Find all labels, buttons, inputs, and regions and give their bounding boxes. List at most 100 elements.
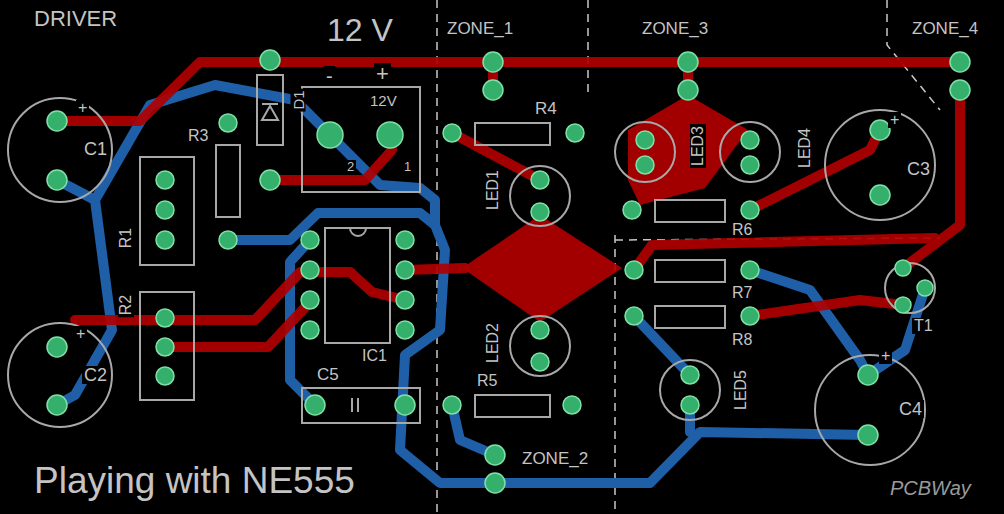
copper-trace — [57, 180, 112, 405]
copper-pour — [628, 95, 748, 205]
capacitor-symbol — [352, 398, 358, 412]
part-name: IC1 — [360, 348, 389, 364]
part-name: R5 — [475, 373, 499, 389]
pad — [483, 52, 503, 72]
pad — [917, 280, 933, 296]
bottom-traces — [57, 85, 925, 483]
part-name: R2 — [118, 293, 134, 317]
pad — [156, 201, 174, 219]
pad — [156, 231, 174, 249]
zone-name: ZONE_4 — [910, 20, 980, 37]
pin-number: 2 — [345, 160, 356, 173]
part-name: LED5 — [733, 368, 749, 412]
capacitor-outline — [815, 355, 925, 465]
pad — [531, 353, 549, 371]
pad — [443, 124, 461, 142]
part-name: LED4 — [797, 126, 813, 170]
copper-pours — [462, 95, 748, 322]
trimmer-outline — [140, 292, 194, 400]
diode-symbol — [262, 104, 278, 120]
pad — [895, 260, 911, 276]
pad — [858, 425, 878, 445]
part-name: R7 — [730, 285, 754, 301]
terminal-outline — [302, 87, 420, 192]
polarity-mark: + — [879, 348, 892, 364]
pad — [531, 321, 549, 339]
part-name: C4 — [897, 400, 924, 418]
voltage-label: 12 V — [325, 14, 395, 46]
terminal-label: 12V — [368, 93, 399, 108]
capacitor-outline — [8, 98, 112, 202]
pad — [950, 52, 970, 72]
part-name: LED3 — [690, 124, 706, 168]
capacitor-outline — [302, 388, 420, 423]
board-caption: Playing with NE555 — [32, 462, 357, 499]
diode-outline — [257, 75, 283, 145]
pad — [156, 367, 174, 385]
copper-trace — [750, 130, 880, 210]
pad — [156, 171, 174, 189]
pad — [870, 120, 890, 140]
part-name: R4 — [533, 100, 559, 117]
pad — [625, 307, 643, 325]
pad — [636, 131, 654, 149]
part-name: D1 — [291, 88, 306, 111]
pad — [317, 122, 343, 148]
pad — [396, 231, 414, 249]
copper-trace — [750, 300, 903, 316]
part-name: C5 — [315, 366, 341, 383]
copper-trace — [634, 238, 935, 270]
pad — [563, 396, 581, 414]
part-name: C3 — [905, 160, 932, 178]
pad — [301, 231, 319, 249]
pad — [636, 156, 654, 174]
pad — [260, 170, 280, 190]
part-name: LED2 — [485, 321, 501, 365]
led-outline — [510, 316, 570, 376]
ic-outline — [325, 228, 390, 343]
pad — [858, 365, 878, 385]
pads — [47, 50, 970, 493]
zone-name: ZONE_3 — [640, 20, 710, 37]
pad — [485, 473, 505, 493]
led-outline — [720, 122, 780, 182]
pad — [566, 124, 584, 142]
pad — [485, 445, 505, 465]
pad — [305, 395, 325, 415]
pad — [681, 366, 699, 384]
pad — [396, 291, 414, 309]
pad — [260, 50, 280, 70]
pad — [377, 122, 403, 148]
pad — [219, 114, 237, 132]
pad — [47, 337, 67, 357]
pad — [47, 170, 67, 190]
pad — [678, 52, 698, 72]
zone-divider — [887, 0, 940, 110]
led-outline — [660, 360, 720, 420]
zone-name: ZONE_2 — [520, 450, 590, 467]
part-name: R8 — [730, 332, 754, 348]
pad — [950, 80, 970, 100]
pad — [443, 396, 461, 414]
part-name: T1 — [912, 318, 935, 334]
resistor-symbol — [655, 306, 725, 328]
pad — [895, 297, 911, 313]
led-outline — [510, 166, 570, 226]
pad — [219, 231, 237, 249]
capacitor-outline — [8, 323, 112, 427]
pad — [625, 261, 643, 279]
part-name: R6 — [730, 222, 754, 238]
copper-trace — [75, 272, 405, 320]
capacitor-outline — [825, 110, 935, 220]
pad — [870, 185, 890, 205]
pad — [741, 201, 759, 219]
board-title: DRIVER — [32, 8, 119, 30]
pad — [156, 338, 174, 356]
part-name: R3 — [186, 128, 210, 144]
top-traces — [57, 62, 960, 347]
resistor-symbol — [655, 260, 725, 282]
pad — [531, 171, 549, 189]
resistor-symbol — [475, 123, 550, 145]
